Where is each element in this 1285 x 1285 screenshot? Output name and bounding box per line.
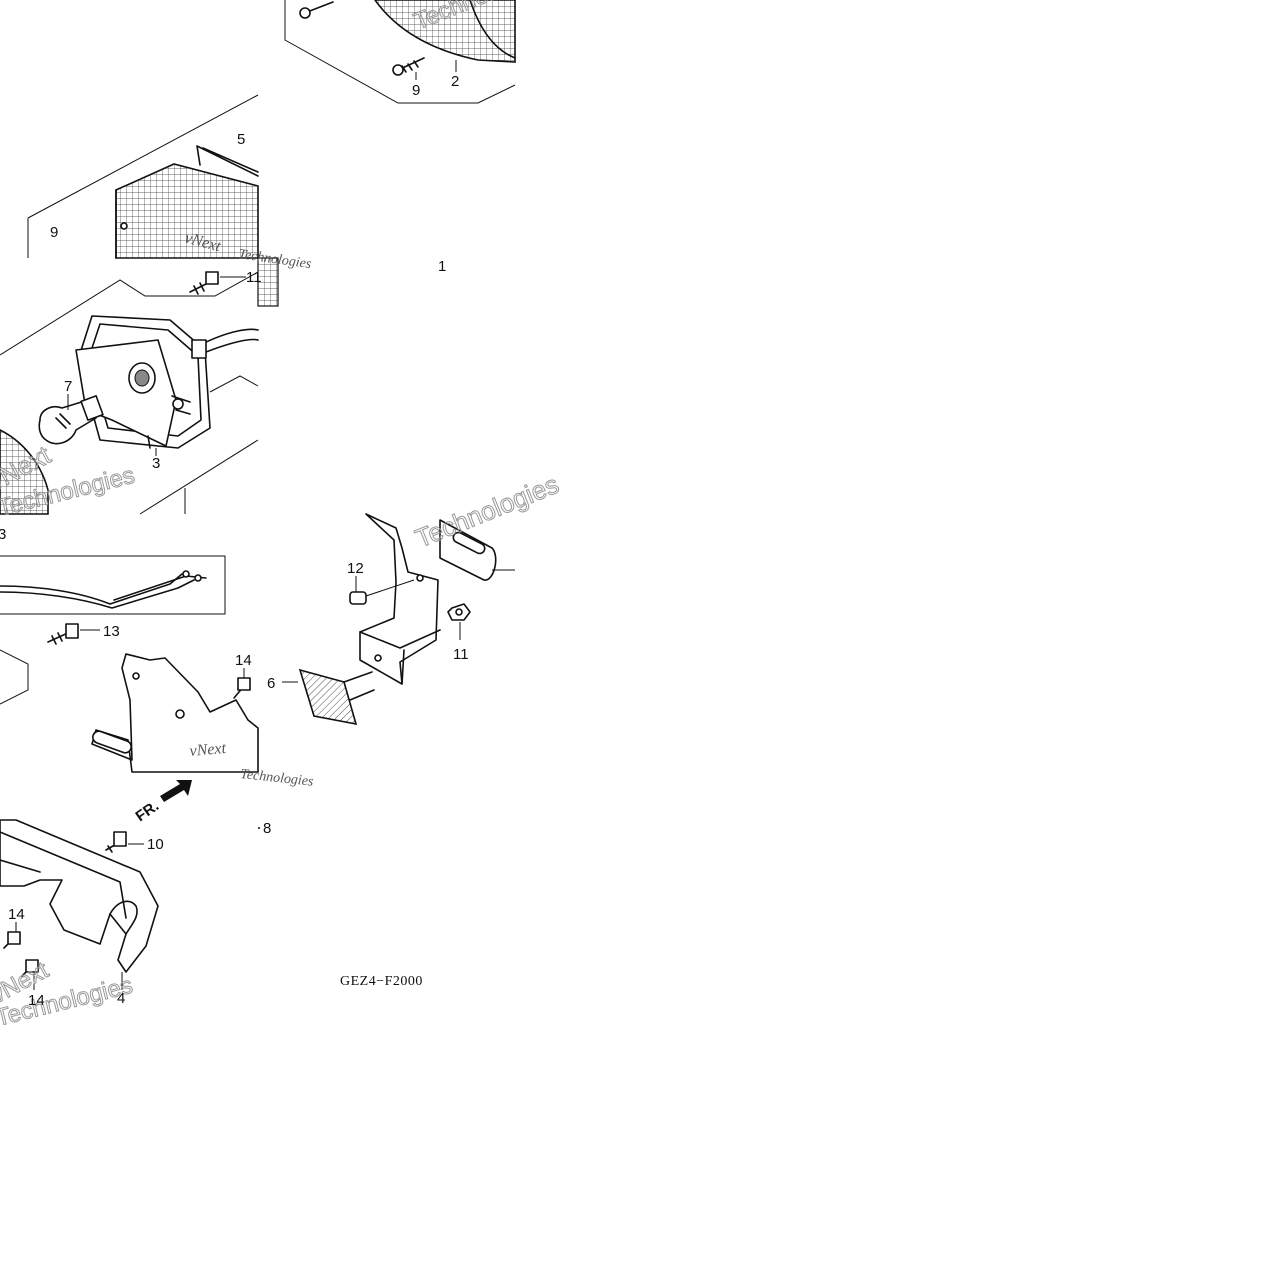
bolt-14-mid-icon [3,931,21,949]
callout-13: 13 [103,623,120,640]
callout-8: 8 [263,820,271,837]
callout-11: 11 [453,646,469,663]
callout-5: 5 [237,131,245,148]
nut-12-icon [349,579,415,605]
lower-left-tile [0,555,259,773]
mid-left-tile [0,94,279,515]
bolt-13-icon [47,623,79,645]
top-tile [284,0,516,104]
bottom-left-tile [0,780,192,990]
callout-10: 10 [147,836,164,853]
callout-7: 7 [64,378,72,395]
bolt-10-icon [105,831,127,853]
nut-11-icon [447,603,471,621]
callout-1: 1 [438,258,446,275]
watermark-word-4: Technologies [240,767,315,790]
gasket-5-shape [196,145,259,177]
frame-line-top [284,0,516,104]
callout-12: 12 [347,560,364,577]
callout-14-low: 14 [28,992,45,1009]
callout-14-top: 14 [235,652,252,669]
screw-9-top-icon [299,1,334,19]
bulb-7-icon [38,395,104,445]
watermark-word-3: Technologies [411,469,563,554]
callout-9-top: 9 [412,82,420,99]
diagram-code: GEZ4−F2000 [340,974,423,989]
callouts: 2 9 5 9 1 11 7 3 3 12 13 11 14 6 8 10 14… [0,73,469,1009]
callout-2: 2 [451,73,459,90]
bracket-shape [359,513,439,685]
fr-arrow-icon [160,780,192,802]
screw-11-top-icon [189,271,219,295]
callout-6: 6 [267,675,275,692]
callout-3: 3 [152,455,160,472]
callout-9: 9 [50,224,58,241]
lens-2-edge [469,0,516,59]
callout-3-left: 3 [0,526,6,543]
bolt-14-top-icon [233,677,251,699]
fender-4-shape [0,819,159,973]
callout-4: 4 [117,990,125,1007]
callout-14-mid: 14 [8,906,25,923]
reflector-6-icon [298,668,375,726]
front-indicator: FR. [133,797,163,825]
bolt-14-low-icon [21,959,39,977]
screw-9-icon [392,57,425,76]
callout-11-top: 11 [246,269,262,286]
license-bracket-shape [91,653,259,773]
mid-right-tile [282,513,515,726]
watermark-brand-3: vNext [189,740,227,760]
lens-2-shape [374,0,516,63]
